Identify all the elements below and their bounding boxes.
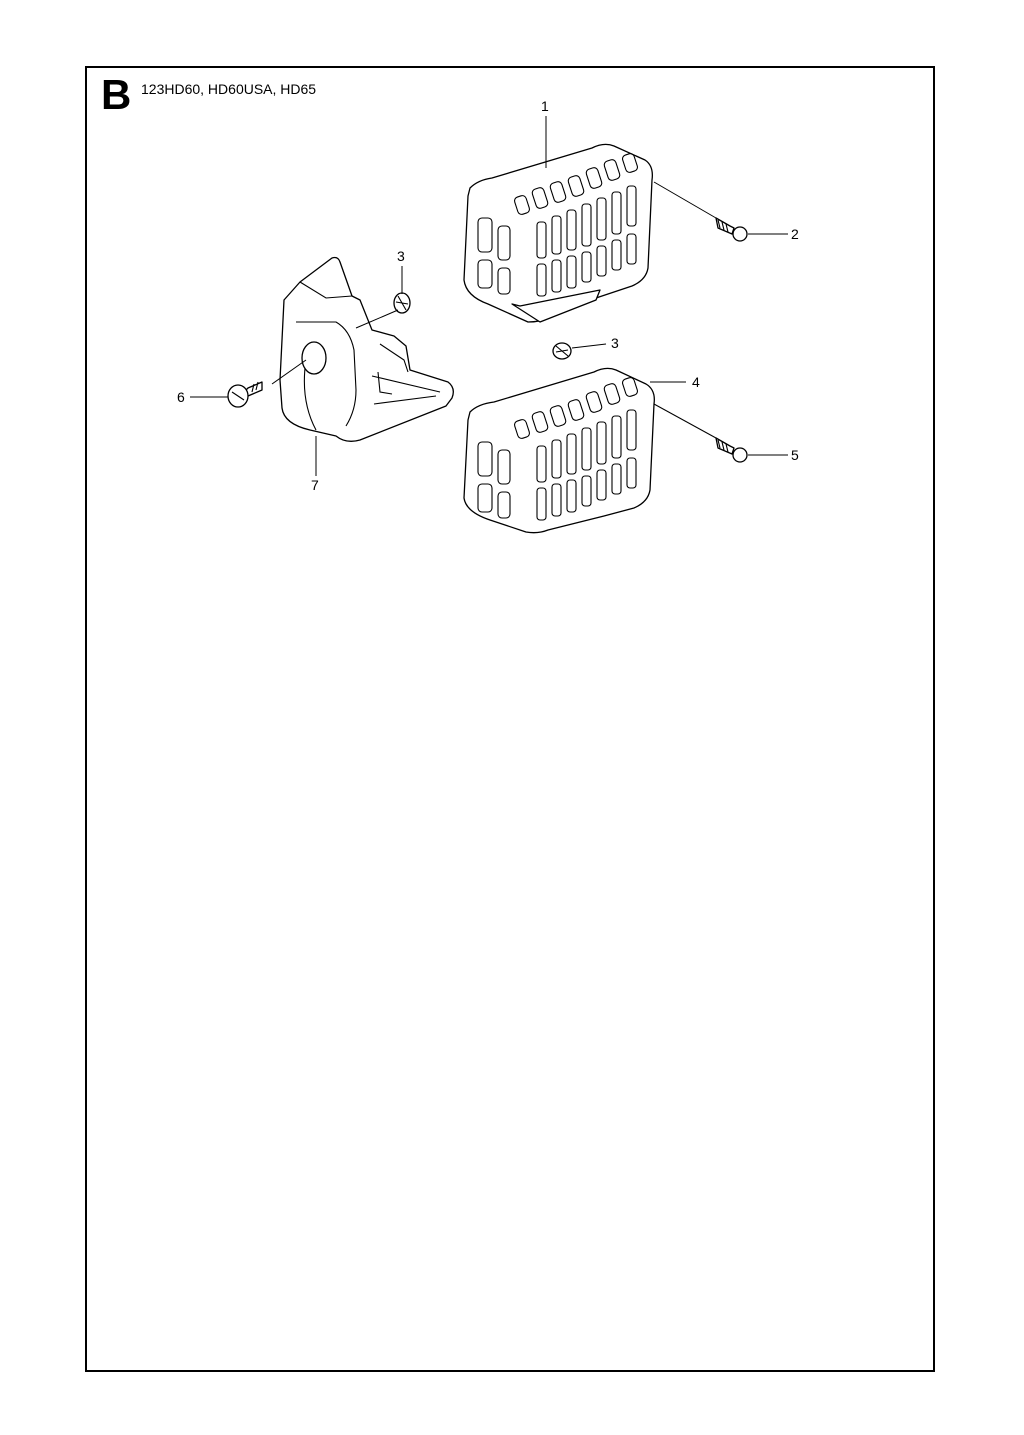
callout-1: 1 (541, 98, 549, 114)
part-3-washer-lower (552, 342, 572, 360)
callout-7: 7 (311, 477, 319, 493)
page-border (85, 66, 935, 1372)
model-list: 123HD60, HD60USA, HD65 (141, 81, 317, 97)
part-5-screw (715, 437, 748, 463)
callout-3-upper: 3 (397, 248, 405, 264)
part-6-screw (227, 381, 263, 408)
part-2-screw (715, 217, 748, 242)
callout-5: 5 (791, 447, 799, 463)
part-3-washer-upper (393, 292, 411, 314)
part-1-upper-cover (463, 143, 653, 323)
callout-4: 4 (692, 374, 700, 390)
part-4-lower-cover (463, 367, 655, 534)
part-7-bracket (279, 256, 454, 442)
callout-2: 2 (791, 226, 799, 242)
callout-6: 6 (177, 389, 185, 405)
leader-lines (190, 116, 788, 476)
callout-3-lower: 3 (611, 335, 619, 351)
section-letter: B (101, 71, 132, 118)
